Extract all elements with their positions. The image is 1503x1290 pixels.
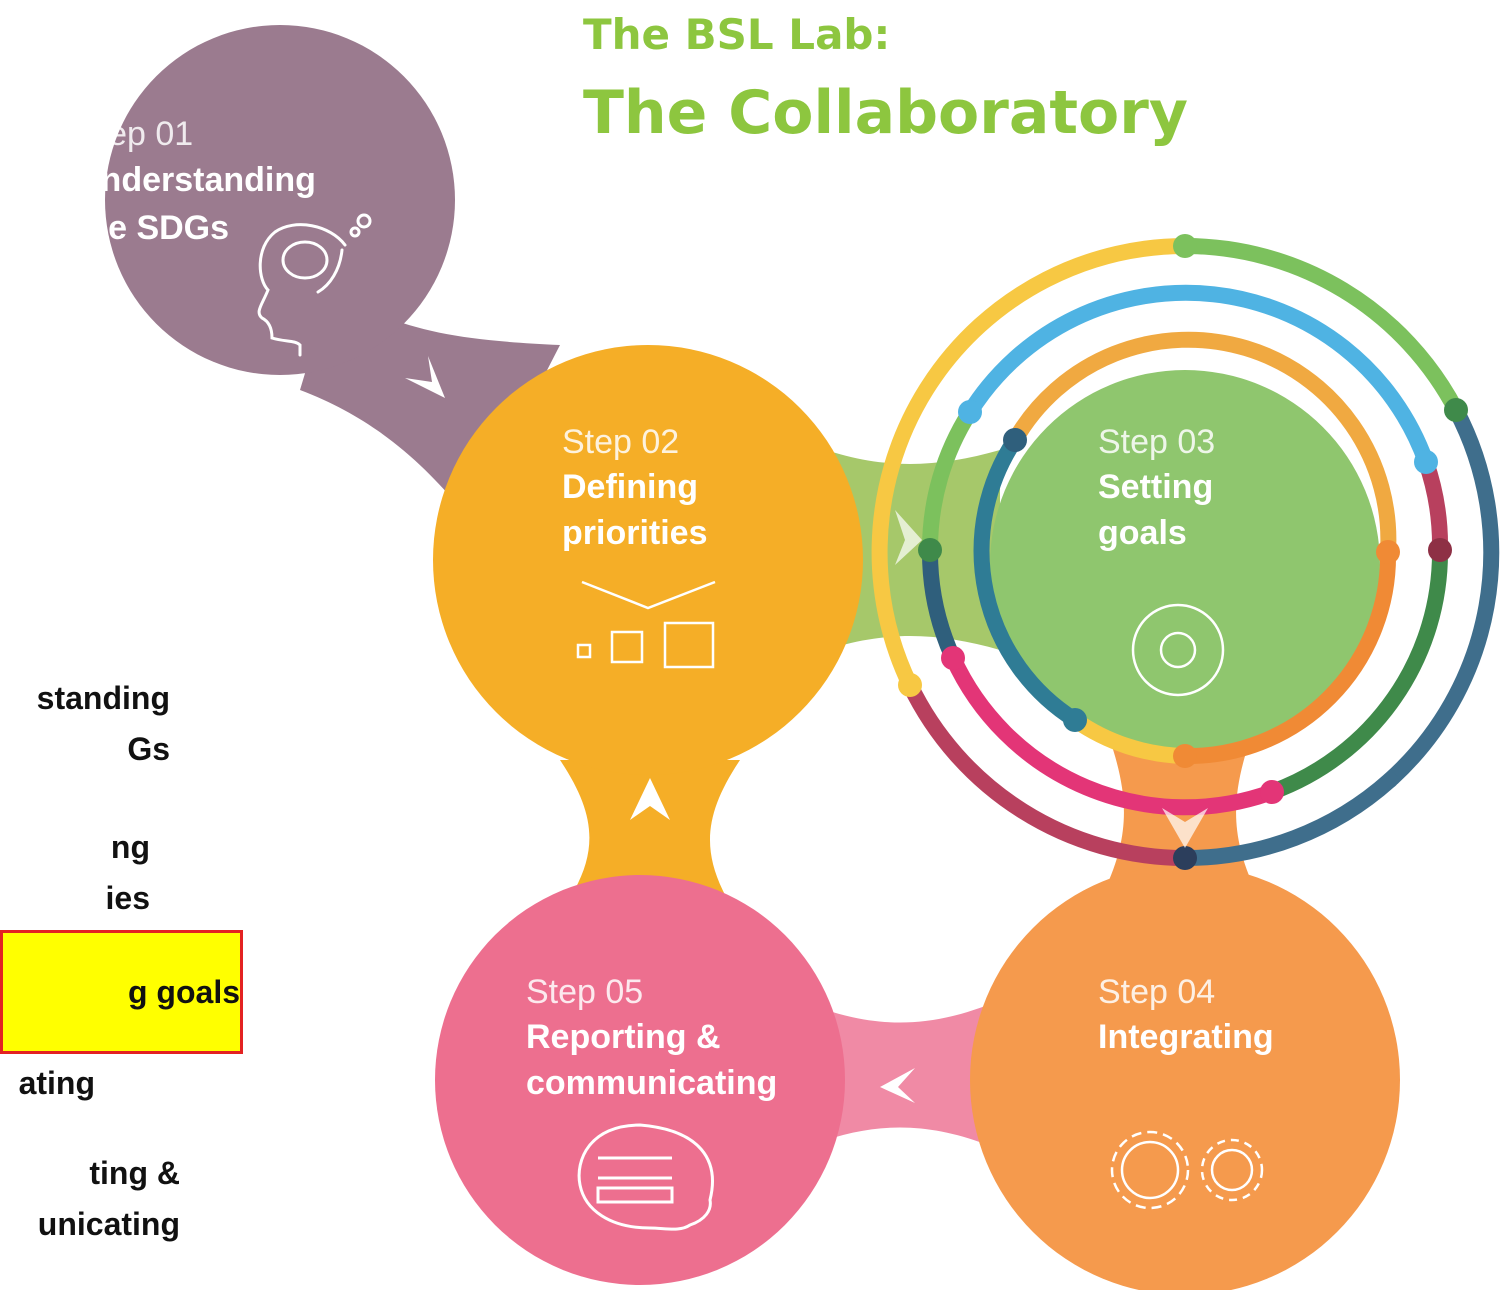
step5-text: Step 05 Reporting & communicating bbox=[526, 970, 777, 1106]
head-brain-icon bbox=[257, 213, 372, 357]
step1-title: Understanding the SDGs bbox=[76, 161, 316, 247]
ring-dots bbox=[898, 234, 1468, 870]
speech-bubble-icon bbox=[577, 1123, 714, 1231]
step2-title: Defining priorities bbox=[562, 468, 708, 552]
arrow-step3-to-step4 bbox=[1162, 808, 1208, 848]
side-item-label: g goals bbox=[127, 974, 240, 1010]
side-step-list: standing Gs ng ies g goals ating ting & … bbox=[0, 0, 260, 1290]
step2-label: Step 02 bbox=[562, 423, 680, 461]
step5-circle bbox=[435, 875, 845, 1285]
step4-label: Step 04 bbox=[1098, 973, 1216, 1011]
step4-title: Integrating bbox=[1098, 1018, 1274, 1056]
step1-label: Step 01 bbox=[76, 115, 194, 153]
side-item-label: ting & unicating bbox=[37, 1155, 180, 1242]
step1-text: Step 01 Understanding the SDGs bbox=[76, 112, 316, 252]
step3-circle bbox=[990, 370, 1380, 760]
step1-circle bbox=[105, 25, 455, 375]
squares-funnel-icon bbox=[576, 580, 716, 669]
gears-icon bbox=[1110, 1130, 1264, 1210]
connector-step5-step4 bbox=[800, 1000, 1000, 1150]
side-item-reporting: ting & unicating bbox=[0, 1148, 180, 1250]
side-item-integrating: ating bbox=[0, 1058, 95, 1109]
side-item-understanding: standing Gs bbox=[0, 673, 170, 775]
target-icon bbox=[1131, 603, 1225, 697]
side-item-label: standing Gs bbox=[36, 680, 170, 767]
arrow-step4-to-step5 bbox=[880, 1068, 915, 1103]
side-item-defining: ng ies bbox=[0, 822, 150, 924]
step2-circle bbox=[433, 345, 863, 775]
side-item-label: ng ies bbox=[105, 829, 150, 916]
title-line2: The Collaboratory bbox=[583, 78, 1188, 148]
step3-label: Step 03 bbox=[1098, 423, 1216, 461]
step4-circle bbox=[970, 865, 1400, 1290]
step4-text: Step 04 Integrating bbox=[1098, 970, 1274, 1060]
title-line1: The BSL Lab: bbox=[583, 10, 891, 59]
step3-title: Setting goals bbox=[1098, 468, 1214, 552]
side-item-label: ating bbox=[18, 1065, 95, 1101]
side-item-setting-goals-highlighted: g goals bbox=[0, 930, 243, 1054]
arrow-step2-to-step3 bbox=[895, 510, 922, 565]
arrow-step5-to-step2 bbox=[630, 778, 670, 820]
step2-text: Step 02 Defining priorities bbox=[562, 420, 707, 556]
step5-title: Reporting & communicating bbox=[526, 1018, 778, 1102]
step5-label: Step 05 bbox=[526, 973, 644, 1011]
step3-text: Step 03 Setting goals bbox=[1098, 420, 1215, 556]
arrow-step1-to-step2 bbox=[405, 356, 445, 398]
